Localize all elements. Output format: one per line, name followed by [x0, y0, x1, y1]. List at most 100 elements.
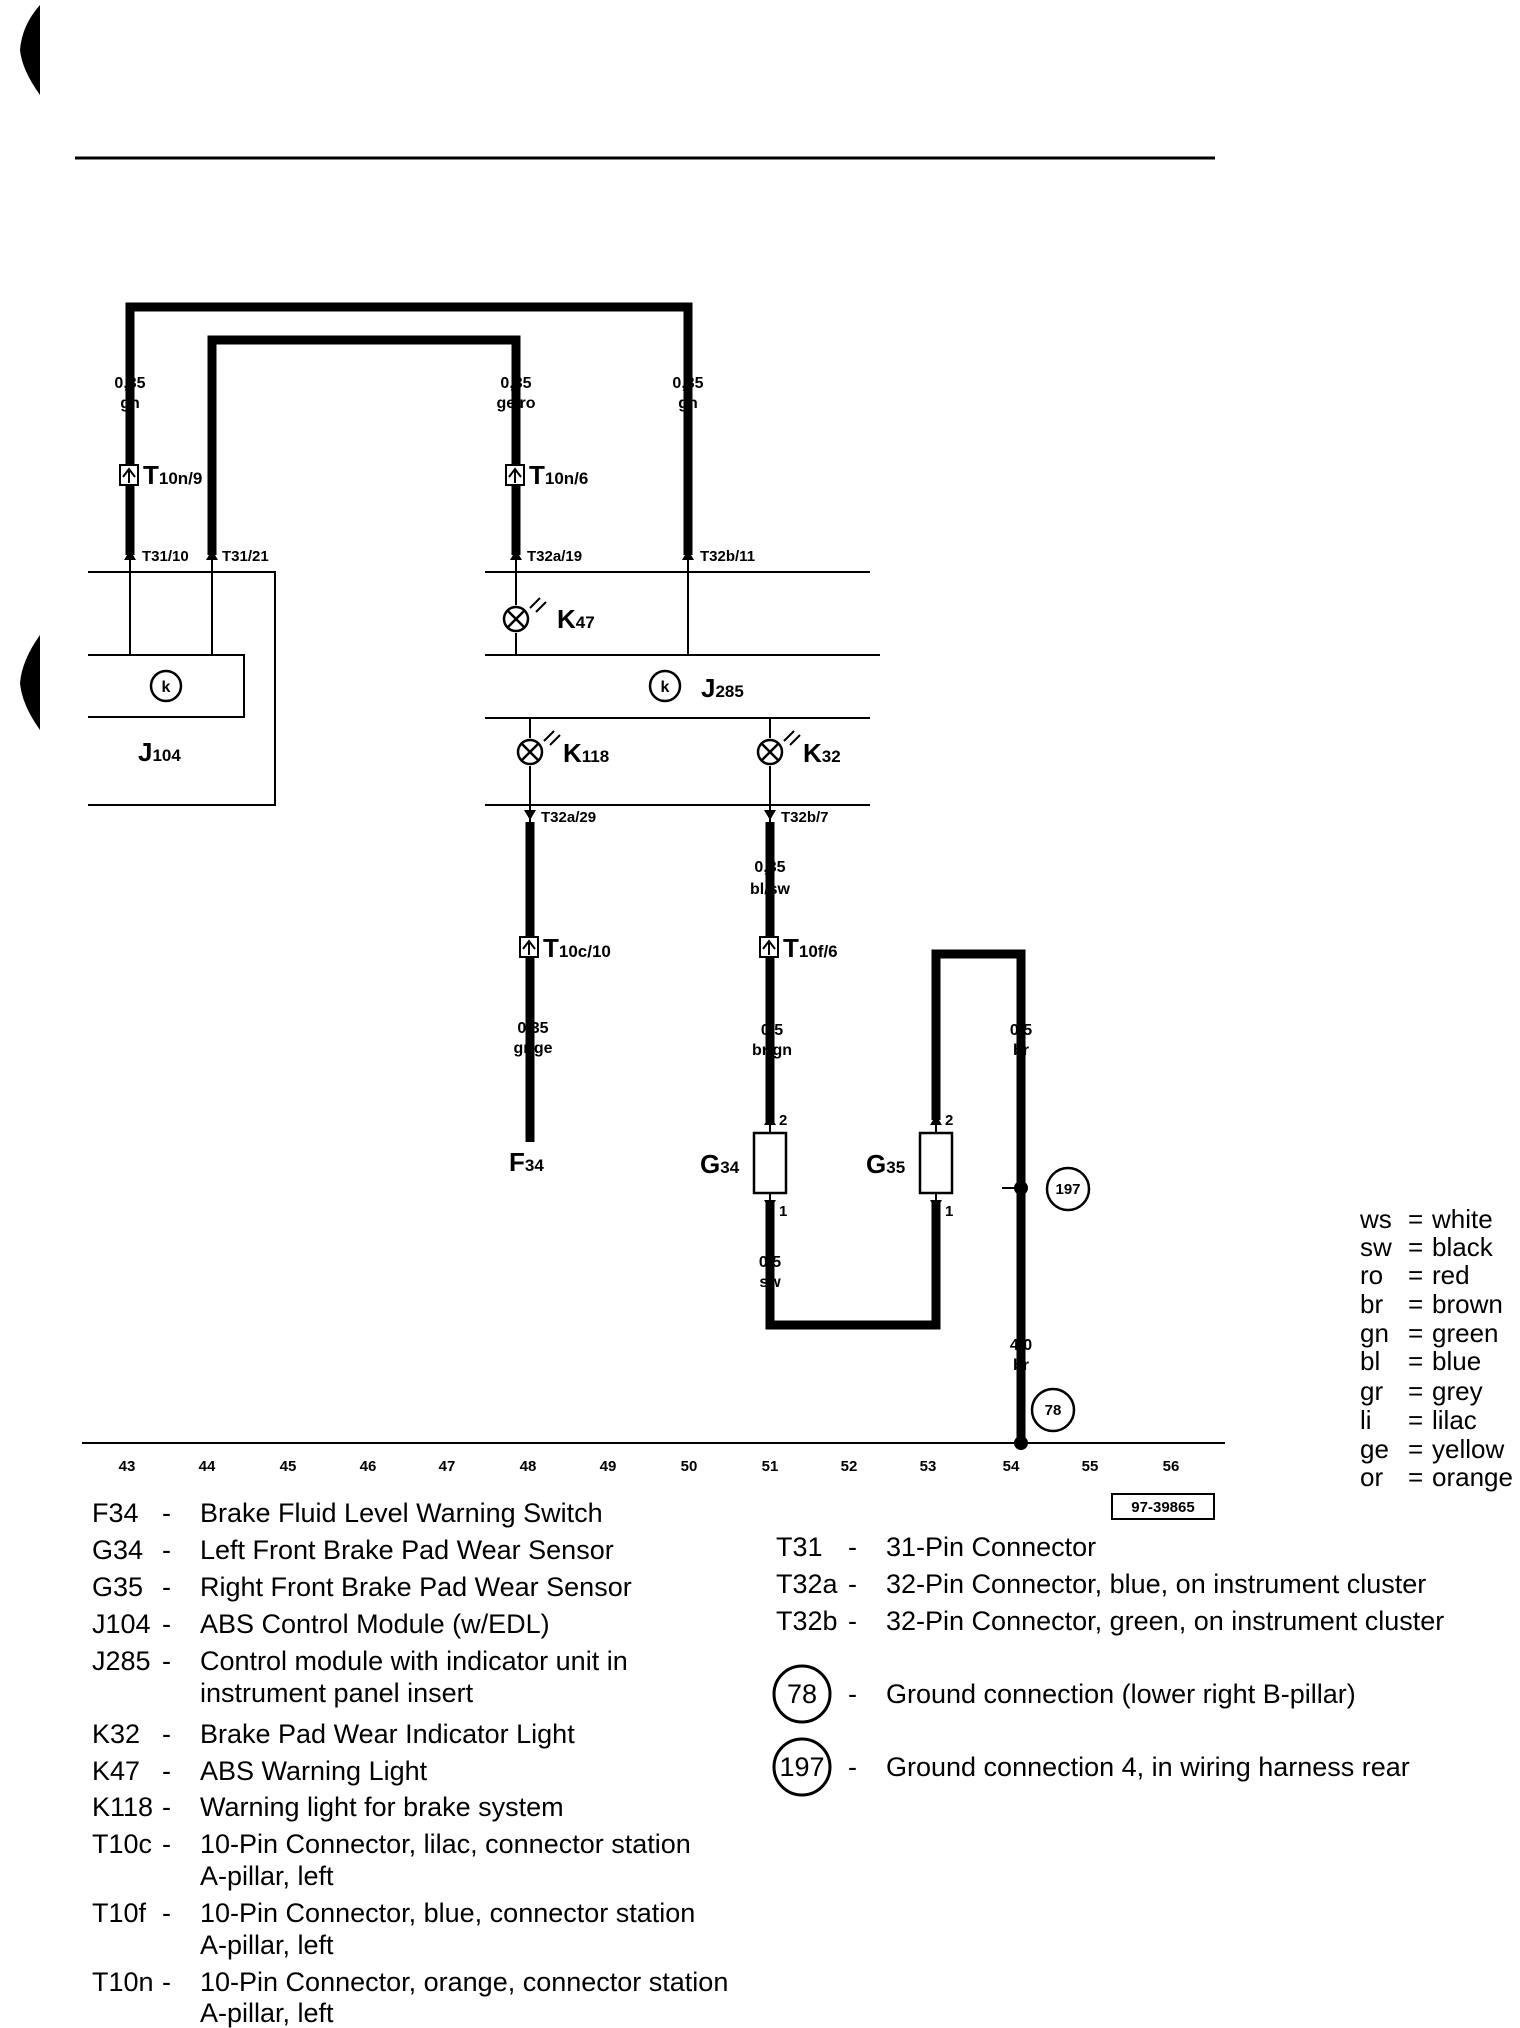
legend-sep: - — [162, 1609, 171, 1639]
color-abbr: ro — [1360, 1260, 1383, 1290]
ref-code-box — [1111, 1493, 1215, 1520]
legend-text: Brake Pad Wear Indicator Light — [200, 1719, 575, 1749]
legend-sep: - — [162, 1829, 171, 1859]
legend-right: T31 - 31-Pin Connector T32a - 32-Pin Con… — [772, 1532, 1444, 1797]
pin-arrows — [124, 550, 942, 1210]
legend-ground-78-icon — [772, 1664, 832, 1724]
wire-g34-g35 — [765, 1202, 941, 1330]
wire-t31-10 — [125, 302, 693, 555]
legend-sep: - — [848, 1606, 857, 1636]
k118-label: K118 — [563, 738, 609, 768]
wire-5-color: gr/ge — [513, 1040, 552, 1057]
legend-code: J104 — [92, 1609, 151, 1639]
legend-text: Ground connection 4, in wiring harness r… — [886, 1752, 1410, 1782]
j104-module-symbol: k — [162, 679, 171, 696]
track-52: 52 — [841, 1458, 858, 1475]
ground-197-icon — [1045, 1166, 1091, 1212]
color-name: green — [1432, 1318, 1499, 1348]
j104-label: J104 — [138, 737, 181, 767]
legend-text: instrument panel insert — [200, 1678, 474, 1708]
legend-sep: - — [162, 1756, 171, 1786]
wire-6-size: 0,5 — [761, 1022, 783, 1039]
color-abbr: gr — [1360, 1376, 1383, 1406]
track-55: 55 — [1082, 1458, 1099, 1475]
legend-sep: - — [848, 1569, 857, 1599]
j104-module-icon — [149, 669, 183, 703]
legend-sep: - — [162, 1646, 171, 1676]
track-45: 45 — [280, 1458, 297, 1475]
track-47: 47 — [439, 1458, 456, 1475]
color-eq: = — [1408, 1346, 1423, 1376]
legend-text: 32-Pin Connector, blue, on instrument cl… — [886, 1569, 1426, 1599]
f34-label: F34 — [509, 1147, 544, 1177]
t10n9-label: T10n/9 — [143, 460, 202, 490]
t10n9-connector-icon — [119, 464, 139, 486]
color-abbr: ge — [1360, 1434, 1389, 1464]
legend-text: 10-Pin Connector, blue, connector statio… — [200, 1898, 695, 1928]
k32-label: K32 — [803, 738, 841, 768]
track-49: 49 — [600, 1458, 617, 1475]
legend-code: T32b — [776, 1606, 838, 1636]
wire-6-color: br/gn — [752, 1042, 792, 1059]
page-marker-top — [20, 5, 40, 95]
ground-78-icon — [1030, 1387, 1076, 1433]
track-56: 56 — [1163, 1458, 1180, 1475]
wire-4-color: bl/sw — [750, 881, 791, 898]
track-46: 46 — [360, 1458, 377, 1475]
legend-text: ABS Control Module (w/EDL) — [200, 1609, 550, 1639]
color-eq: = — [1408, 1405, 1423, 1435]
color-eq: = — [1408, 1260, 1423, 1290]
ground-78-label: 78 — [1045, 1402, 1062, 1419]
wire-4-size: 0,35 — [754, 859, 785, 876]
track-54: 54 — [1003, 1458, 1020, 1475]
legend-code: K47 — [92, 1756, 140, 1786]
t10f6-connector-icon — [759, 936, 779, 958]
g35-label: G35 — [866, 1149, 905, 1179]
pin-g35-2: 2 — [945, 1112, 953, 1129]
legend-code: T32a — [776, 1569, 839, 1599]
j104-k-box — [88, 654, 245, 718]
pin-t32b-11: T32b/11 — [700, 548, 755, 565]
wire-g35-ground — [931, 949, 1026, 1443]
legend-ground-197-icon — [772, 1737, 832, 1797]
wire-3-size: 0,35 — [672, 375, 703, 392]
legend-text: A-pillar, left — [200, 1998, 334, 2028]
legend-sep: - — [162, 1967, 171, 1997]
legend-sep: - — [162, 1792, 171, 1822]
t10f6-label: T10f/6 — [783, 933, 838, 963]
t10n6-connector-icon — [505, 464, 525, 486]
pin-g34-1: 1 — [779, 1203, 787, 1220]
color-abbr: bl — [1360, 1346, 1380, 1376]
pin-g34-2: 2 — [779, 1112, 787, 1129]
legend-code: T31 — [776, 1532, 823, 1562]
pin-t31-10: T31/10 — [142, 548, 189, 565]
color-abbr: sw — [1360, 1232, 1392, 1262]
k118-lamp-icon — [516, 730, 561, 766]
legend-text: ABS Warning Light — [200, 1756, 428, 1786]
legend-code: T10n — [92, 1967, 154, 1997]
legend-sep: - — [162, 1898, 171, 1928]
legend-code: G34 — [92, 1535, 143, 1565]
legend-code: T10f — [92, 1898, 147, 1928]
wire-9-color: br — [1013, 1357, 1029, 1374]
page-marker-mid — [20, 635, 40, 730]
color-abbr: or — [1360, 1462, 1383, 1492]
k32-lamp-icon — [756, 730, 801, 766]
legend-sep: - — [162, 1572, 171, 1602]
wire-3-color: gn — [678, 395, 698, 412]
color-abbr: li — [1360, 1405, 1372, 1435]
legend-text: 10-Pin Connector, orange, connector stat… — [200, 1967, 728, 1997]
pin-t31-21: T31/21 — [222, 548, 269, 565]
t10n6-label: T10n/6 — [529, 460, 588, 490]
pin-t32a-19: T32a/19 — [527, 548, 582, 565]
legend-text: Ground connection (lower right B-pillar) — [886, 1679, 1356, 1709]
color-name: red — [1432, 1260, 1470, 1290]
wire-7-size: 0,5 — [1010, 1022, 1032, 1039]
color-name: brown — [1432, 1289, 1503, 1319]
color-name: blue — [1432, 1346, 1481, 1376]
color-name: black — [1432, 1232, 1494, 1262]
track-43: 43 — [119, 1458, 136, 1475]
t10c10-label: T10c/10 — [543, 933, 611, 963]
legend-text: Warning light for brake system — [200, 1792, 564, 1822]
g34-label: G34 — [700, 1149, 740, 1179]
